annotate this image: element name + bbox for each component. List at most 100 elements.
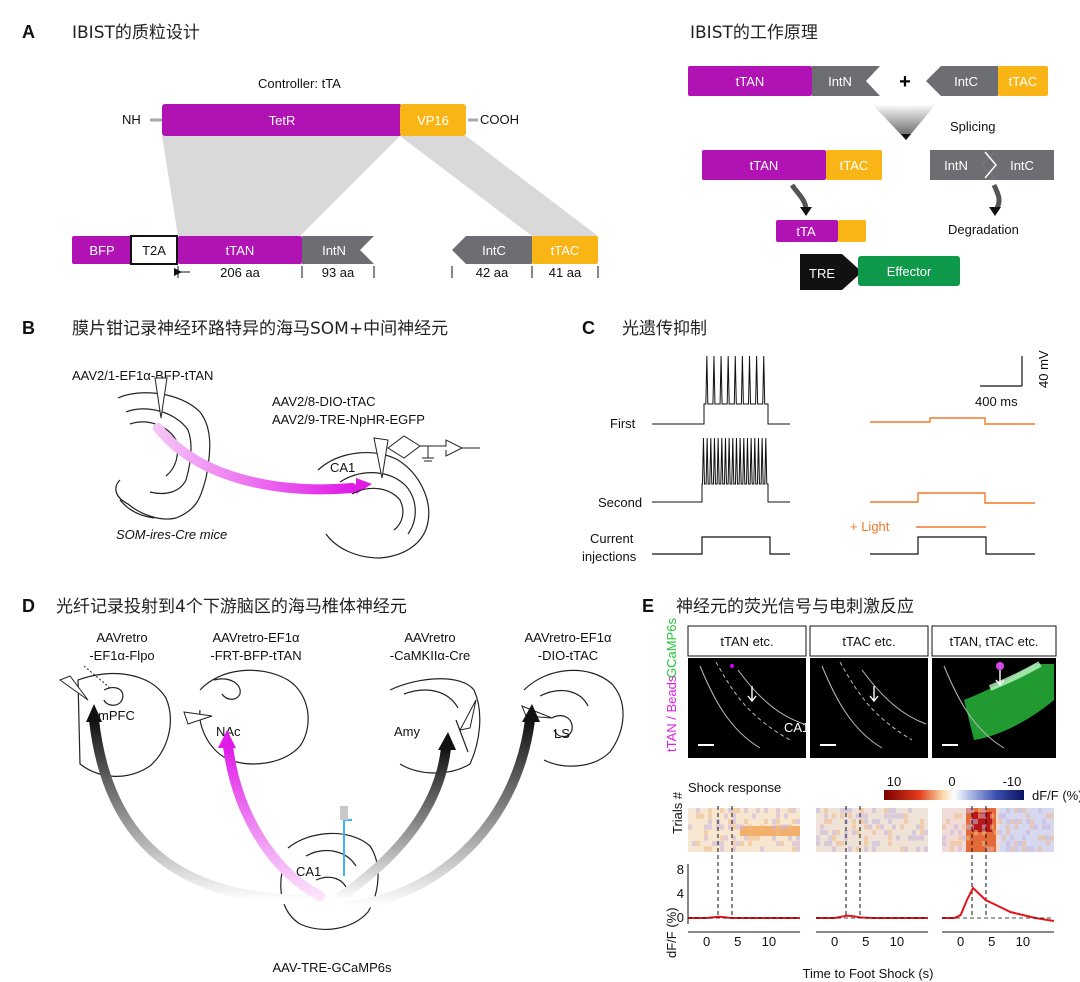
col1-box: [687, 625, 807, 657]
heatmap-cell: [1046, 824, 1050, 830]
v4b: -DIO-tTAC: [538, 648, 598, 663]
heatmap-cell: [820, 830, 824, 835]
degradation-arrow-head-icon: [989, 207, 1001, 216]
heatmap-cell: [1034, 824, 1038, 830]
heatmap-cell: [1018, 841, 1022, 846]
cb-lo: -10: [1003, 774, 1022, 789]
panel-d-title: 光纤记录投射到4个下游脑区的海马椎体神经元: [56, 597, 407, 617]
tre-promoter-arrow: [800, 254, 862, 290]
heatmap-cell: [788, 808, 792, 813]
mpfc-guide: [83, 665, 111, 689]
heatmap-cell: [978, 813, 982, 819]
heatmap-cell: [1050, 813, 1054, 819]
heatmap-cell: [872, 830, 876, 835]
heatmap-cell: [856, 813, 860, 819]
heatmap-cell: [888, 819, 892, 824]
heatmap-cell: [732, 846, 736, 852]
virus1-label: AAV2/1-EF1α-BFP-tTAN: [72, 368, 213, 383]
heatmap-cell: [732, 841, 736, 846]
heatmap-cell: [994, 830, 998, 835]
heatmap-cell: [824, 808, 828, 813]
heatmap-cell: [916, 824, 920, 830]
v2a: AAVretro-EF1α: [213, 630, 300, 645]
heatmap-cell: [1006, 824, 1010, 830]
col3-box: [931, 625, 1057, 657]
heatmap-cell: [892, 813, 896, 819]
heatmap-cell: [708, 813, 712, 819]
heatmap-cell: [816, 808, 820, 813]
heatmap-cell: [720, 824, 724, 830]
heatmap-cell: [982, 841, 986, 846]
fiber-amy-icon: [459, 699, 477, 731]
tta-curve-arrow: [789, 183, 809, 211]
intc-bar-3: [982, 150, 1054, 180]
heatmap-cell: [950, 830, 954, 835]
panel-b: B 膜片钳记录神经环路特异的海马SOM+中间神经元 AAV2/1-EF1α-BF…: [22, 318, 480, 559]
heatmap-cell: [872, 819, 876, 824]
heatmap-cell: [884, 808, 888, 813]
heatmap-cell: [946, 819, 950, 824]
ttac-label-3: tTAC: [840, 158, 869, 173]
intn-label: IntN: [322, 243, 346, 258]
vp16-label: VP16: [417, 113, 449, 128]
heatmap-cell: [924, 846, 928, 852]
arrow-marker-1-icon: [747, 686, 757, 703]
intn-bar-3: [930, 150, 996, 180]
ttac-bar-3: [826, 150, 882, 180]
heatmap-cell: [824, 830, 828, 835]
heatmap-cell: [776, 819, 780, 824]
heatmap-cell: [892, 808, 896, 813]
panel-letter-b: B: [22, 318, 35, 338]
x-tick-label: 5: [988, 934, 995, 949]
heatmap-cell: [888, 808, 892, 813]
heatmap-cell: [900, 824, 904, 830]
heatmap-cell: [736, 808, 740, 813]
heatmap-cell: [704, 835, 708, 841]
x-tick-label: 0: [831, 934, 838, 949]
projection-arrow-mpfc-head-icon: [86, 704, 102, 722]
scale-bar-3: [942, 744, 958, 746]
heatmap-cell: [724, 813, 728, 819]
heatmap-cell: [950, 841, 954, 846]
nac-label: NAc: [216, 724, 241, 739]
heatmap-cell: [982, 813, 986, 819]
panel-c: C 光遗传抑制 40 mV 400 ms First Second Curren…: [582, 318, 1051, 564]
heatmap-cell: [998, 813, 1002, 819]
heatmap-cell: [876, 841, 880, 846]
brain-slice-right: [317, 451, 430, 559]
heatmap-cell: [864, 824, 868, 830]
intc-bar: [452, 236, 532, 264]
colorbar: [884, 790, 1024, 800]
heatmap-cell: [864, 835, 868, 841]
intein-junction: [984, 151, 997, 179]
heatmap-cell: [974, 819, 978, 824]
plus-sign: +: [899, 71, 911, 93]
heatmap-cell: [708, 808, 712, 813]
mapping-shade-vp16: [400, 136, 598, 236]
virus2-label: AAV2/8-DIO-tTAC: [272, 394, 376, 409]
col1-label: tTAN etc.: [720, 634, 773, 649]
heatmap-texture: [688, 806, 1054, 916]
ttac-bar: [532, 236, 598, 264]
panel-letter-c: C: [582, 318, 595, 338]
heatmap-cell: [958, 841, 962, 846]
heatmap-cell: [688, 824, 692, 830]
bfp-bar: [72, 236, 132, 264]
splicing-arrow-icon: [901, 134, 911, 140]
heatmap-cell: [1014, 819, 1018, 824]
heatmap-cell: [732, 808, 736, 813]
heatmap-cell: [740, 824, 744, 830]
heatmap-cell: [982, 824, 986, 830]
heatmap-cell: [896, 813, 900, 819]
heatmap-cell: [884, 813, 888, 819]
heatmap-cell: [864, 813, 868, 819]
heatmap-cell: [1046, 813, 1050, 819]
heatmap-cell: [836, 841, 840, 846]
heatmap-cell: [990, 824, 994, 830]
col3-label: tTAN, tTAC etc.: [949, 634, 1038, 649]
heatmap-cell: [998, 819, 1002, 824]
panel-a2-title: IBIST的工作原理: [690, 23, 818, 43]
heatmap-cell: [744, 819, 748, 824]
scale-bar-2: [820, 744, 836, 746]
